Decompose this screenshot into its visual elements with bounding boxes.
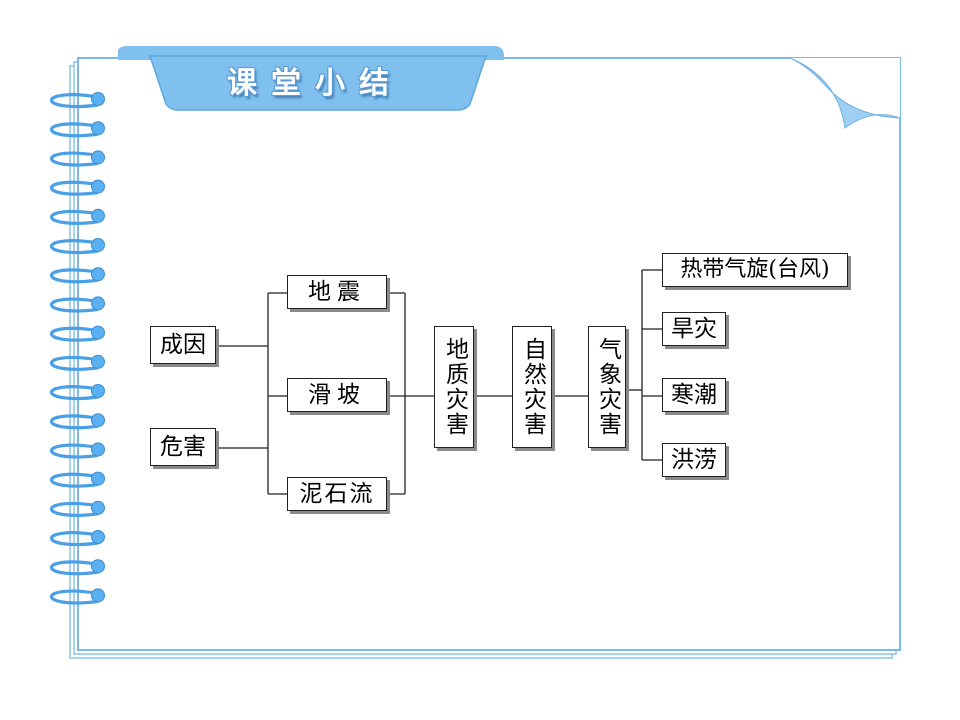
spiral-ring (50, 354, 105, 371)
spiral-ring (50, 442, 105, 459)
natural-disaster-box: 自然灾害 (512, 326, 552, 448)
cold-wave-box: 寒潮 (662, 378, 726, 412)
geological-disaster-box: 地质灾害 (434, 326, 474, 448)
spiral-ring (50, 588, 105, 605)
spiral-ring (50, 296, 105, 313)
spiral-ring (50, 500, 105, 517)
debris-flow-box: 泥石流 (287, 477, 387, 511)
spiral-ring (50, 530, 105, 547)
spiral-ring (50, 413, 105, 430)
harm-box: 危害 (150, 428, 216, 466)
spiral-ring (50, 238, 105, 255)
spiral-ring (50, 559, 105, 576)
flood-box: 洪涝 (662, 443, 726, 477)
cause-box: 成因 (150, 326, 216, 364)
drought-box: 旱灾 (662, 312, 726, 346)
spiral-ring (50, 92, 105, 109)
earthquake-box: 地震 (287, 275, 387, 309)
spiral-ring (50, 208, 105, 225)
spiral-ring (50, 121, 105, 138)
meteorological-disaster-box: 气象灾害 (588, 326, 626, 448)
landslide-box: 滑坡 (287, 378, 387, 412)
spiral-ring (50, 179, 105, 196)
spiral-ring (50, 384, 105, 401)
spiral-ring (50, 471, 105, 488)
spiral-ring (50, 150, 105, 167)
typhoon-box: 热带气旋(台风) (662, 253, 848, 287)
spiral-ring (50, 325, 105, 342)
page-title: 课堂小结 (227, 66, 403, 101)
spiral-ring (50, 267, 105, 284)
